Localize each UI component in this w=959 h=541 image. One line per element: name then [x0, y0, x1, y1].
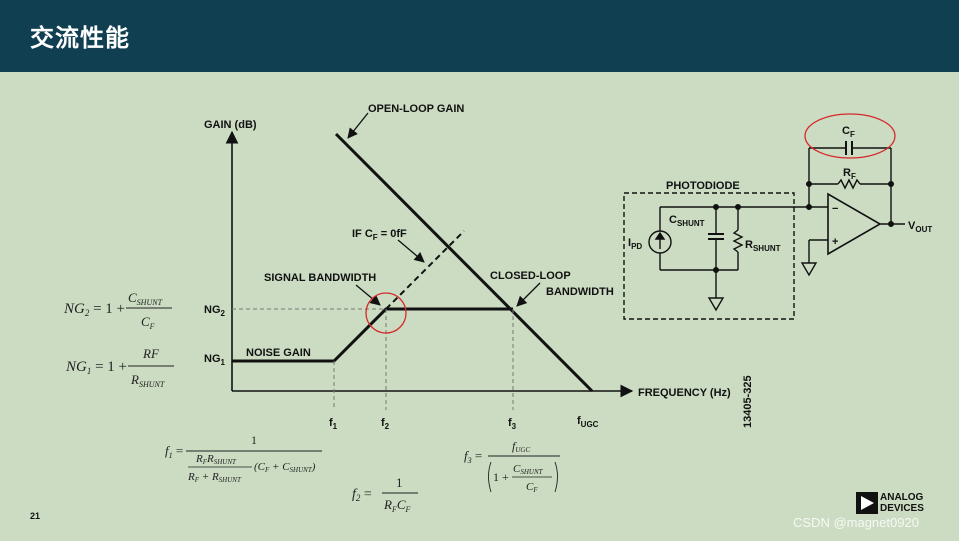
- closed-loop-arrow: [516, 282, 541, 307]
- svg-text:RFCF: RFCF: [383, 497, 411, 514]
- ground-icon: [800, 262, 818, 277]
- signal-bandwidth-highlight: [365, 292, 407, 334]
- cf-label: CF: [842, 125, 855, 139]
- formula-ng2: NG2 = 1 + CSHUNT CF: [63, 290, 172, 331]
- signal-bw-arrow: [355, 284, 381, 306]
- cf-highlight: [804, 113, 896, 159]
- svg-text:CSHUNT: CSHUNT: [128, 290, 163, 307]
- minus-input-label: −: [832, 203, 838, 215]
- ground-icon: [707, 297, 725, 312]
- svg-text:1: 1: [396, 475, 403, 490]
- logo-icon: [856, 492, 878, 514]
- noise-gain-label: NOISE GAIN: [246, 347, 311, 359]
- fugc-tick: fUGC: [577, 415, 599, 429]
- gain-curve: [232, 307, 513, 363]
- f1-tick: f1: [329, 417, 338, 431]
- formula-f2: f2 = 1 RFCF: [352, 475, 418, 514]
- svg-text:CF: CF: [526, 481, 538, 494]
- analog-devices-logo: ANALOG DEVICES: [856, 492, 936, 520]
- svg-text:(CF + CSHUNT): (CF + CSHUNT): [254, 461, 316, 474]
- ng2-tick: NG2: [204, 304, 226, 318]
- formula-ng1: NG1 = 1 + RF RSHUNT: [65, 346, 174, 389]
- svg-text:1 +: 1 +: [493, 470, 509, 484]
- junction-dot: [713, 267, 720, 274]
- figure-id: 13405-325: [742, 375, 754, 428]
- signal-bandwidth-label: SIGNAL BANDWIDTH: [264, 272, 376, 284]
- svg-text:f1 =: f1 =: [165, 443, 183, 460]
- junction-dot: [735, 203, 742, 210]
- junction-dot: [806, 180, 813, 187]
- rf-label: RF: [843, 167, 856, 181]
- f3-tick: f3: [508, 417, 517, 431]
- logo-text: ANALOG DEVICES: [880, 492, 924, 514]
- bandwidth-label: BANDWIDTH: [546, 286, 614, 298]
- svg-text:RFRSHUNT: RFRSHUNT: [195, 453, 237, 466]
- rshunt-resistor-icon: [732, 229, 744, 253]
- cf-zero-dashed-line: [385, 230, 465, 310]
- watermark: CSDN @magnet0920: [793, 515, 919, 530]
- cshunt-label: CSHUNT: [669, 214, 705, 228]
- circuit-labels: PHOTODIODE CF RF CSHUNT RSHUNT IPD VOUT …: [628, 125, 932, 253]
- svg-text:NG2 = 1 +: NG2 = 1 +: [63, 301, 125, 318]
- ng1-tick: NG1: [204, 353, 226, 367]
- opamp-icon: [827, 192, 882, 256]
- svg-text:NG1 = 1 +: NG1 = 1 +: [65, 359, 127, 376]
- ipd-label: IPD: [628, 237, 642, 251]
- open-loop-gain-line: [334, 132, 594, 393]
- svg-text:f3 =: f3 =: [464, 448, 482, 465]
- vout-label: VOUT: [908, 220, 932, 234]
- svg-text:RSHUNT: RSHUNT: [130, 372, 165, 389]
- svg-text:1: 1: [251, 433, 257, 447]
- page-number: 21: [30, 511, 41, 521]
- current-arrow-head: [654, 231, 666, 240]
- svg-text:fUGC: fUGC: [512, 439, 530, 454]
- svg-text:RF: RF: [142, 346, 160, 361]
- junction-dot: [888, 180, 895, 187]
- formula-f3: f3 = fUGC 1 + CSHUNT CF: [464, 439, 560, 494]
- current-source-icon: [648, 230, 672, 254]
- if-cf-arrow: [397, 239, 425, 263]
- f2-tick: f2: [381, 417, 390, 431]
- open-loop-label-arrow: [347, 112, 369, 139]
- header-bar: 交流性能: [0, 0, 959, 72]
- slide-title: 交流性能: [30, 24, 130, 52]
- if-cf-label: IF CF = 0fF: [352, 228, 407, 242]
- closed-loop-label: CLOSED-LOOP: [490, 270, 571, 282]
- svg-text:CF: CF: [141, 314, 155, 331]
- photodiode-circuit: [623, 113, 905, 320]
- bode-plot: GAIN (dB) FREQUENCY (Hz) OPEN-LOOP GAIN …: [204, 103, 754, 431]
- svg-text:f2 =: f2 =: [352, 487, 372, 503]
- svg-text:RF + RSHUNT: RF + RSHUNT: [187, 471, 242, 484]
- rshunt-label: RSHUNT: [745, 239, 781, 253]
- svg-text:CSHUNT: CSHUNT: [513, 463, 544, 476]
- formula-f1: f1 = 1 RFRSHUNT RF + RSHUNT (CF + CSHUNT…: [165, 433, 322, 484]
- x-axis-label: FREQUENCY (Hz): [638, 387, 731, 399]
- rf-resistor-icon: [837, 178, 861, 190]
- photodiode-label: PHOTODIODE: [666, 180, 740, 192]
- photodiode-box: [623, 192, 795, 320]
- junction-dot: [713, 203, 720, 210]
- open-loop-label: OPEN-LOOP GAIN: [368, 103, 464, 115]
- y-axis-label: GAIN (dB): [204, 119, 257, 131]
- plus-input-label: +: [832, 236, 838, 248]
